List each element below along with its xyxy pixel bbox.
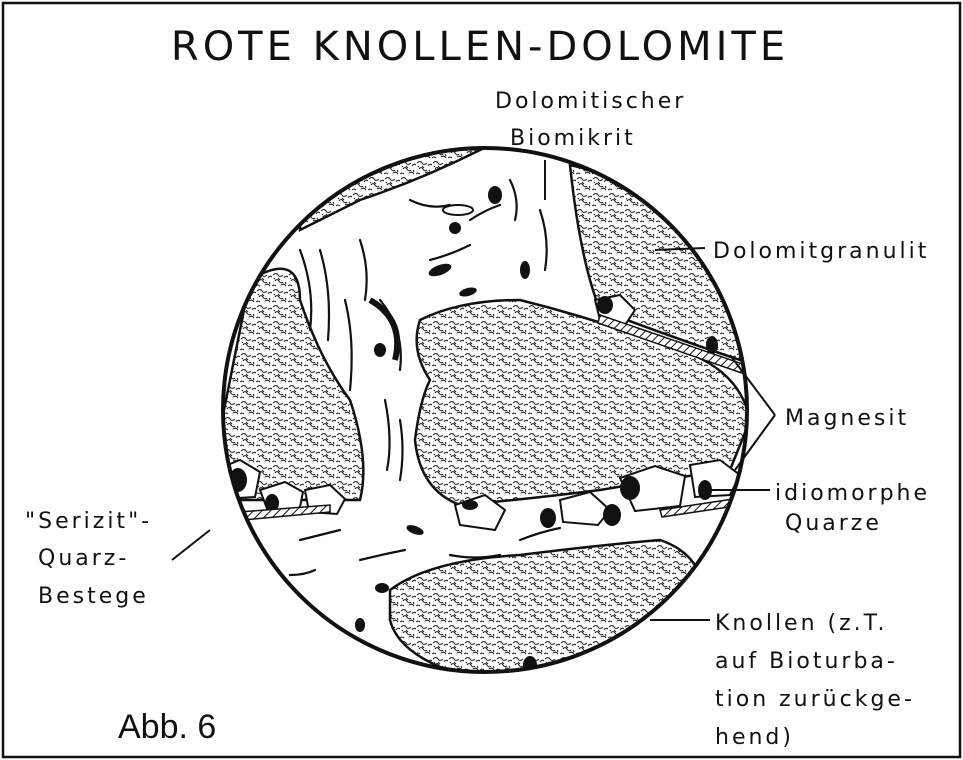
figure-label: Abb. 6 <box>118 708 216 746</box>
label-quarze-line1: idiomorphe <box>775 481 930 506</box>
label-dolomitgranulit: Dolomitgranulit <box>713 239 929 264</box>
label-serizit-line2: Quarz- <box>38 546 129 571</box>
label-serizit-line1: "Serizit"- <box>25 509 152 534</box>
label-biomikrit-line1: Dolomitischer <box>495 89 686 114</box>
diagram-title: ROTE KNOLLEN-DOLOMITE <box>171 24 789 70</box>
label-magnesit: Magnesit <box>785 406 909 431</box>
label-serizit-line3: Bestege <box>38 584 149 609</box>
label-knollen-line3: tion zurückge- <box>715 687 915 712</box>
label-biomikrit-line2: Biomikrit <box>510 126 636 151</box>
thin-section-view <box>200 130 770 690</box>
label-knollen-line1: Knollen (z.T. <box>715 611 887 636</box>
label-knollen-line4: hend) <box>715 725 794 750</box>
label-knollen-line2: auf Bioturba- <box>715 649 898 674</box>
label-quarze-line2: Quarze <box>785 511 882 536</box>
